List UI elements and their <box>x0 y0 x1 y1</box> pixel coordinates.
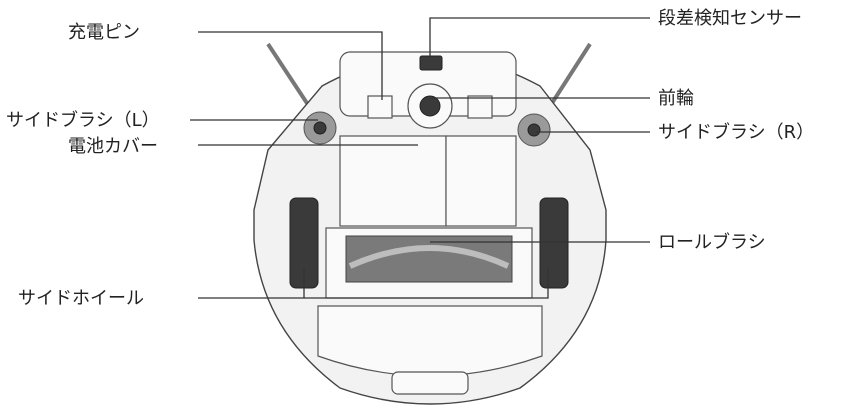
label-side-brush-r: サイドブラシ（R） <box>658 121 814 143</box>
leader-cliff-sensor <box>429 17 650 56</box>
label-cliff-sensor: 段差検知センサー <box>658 8 802 29</box>
label-battery-cover: 電池カバー <box>68 136 158 157</box>
dustbin-panel <box>317 305 543 377</box>
side-brush-r-center-icon <box>527 123 541 137</box>
label-side-wheel: サイドホイール <box>18 288 144 309</box>
leader-charge-pins <box>198 31 383 100</box>
cliff-sensor-icon <box>419 55 443 71</box>
side-wheel-r-icon <box>539 197 569 289</box>
leader-lines <box>190 17 650 299</box>
label-charge-pins: 充電ピン <box>68 22 140 43</box>
battery-cover-side-panel <box>445 135 517 227</box>
label-front-wheel: 前輪 <box>658 88 694 109</box>
leader-side-wheel-r <box>304 268 549 299</box>
label-roll-brush: ロールブラシ <box>658 231 766 253</box>
front-wheel-hub-icon <box>419 95 441 117</box>
robot-body <box>253 42 607 405</box>
battery-cover-panel <box>339 135 447 227</box>
charge-pin-right-icon <box>467 95 493 119</box>
side-brush-l-center-icon <box>313 121 327 135</box>
charge-pin-left-icon <box>367 95 393 119</box>
label-side-brush-l: サイドブラシ（L） <box>6 109 160 131</box>
labels: 充電ピン 段差検知センサー 前輪 サイドブラシ（L） サイドブラシ（R） 電池カ… <box>6 8 814 309</box>
dustbin-latch-icon <box>391 371 469 395</box>
roll-brush-bristle-icon <box>348 245 510 269</box>
